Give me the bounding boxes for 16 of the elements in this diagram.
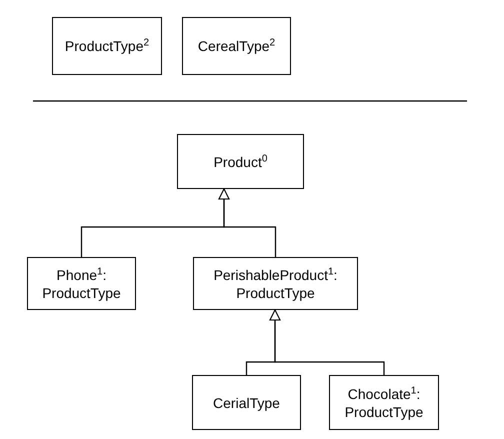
class-name: Phone$^{1}$: ProductType — [41, 266, 122, 302]
inheritance-arrow — [218, 188, 276, 257]
class-box — [52, 17, 162, 75]
class-box — [192, 375, 301, 430]
class-name: CerialType — [213, 394, 280, 412]
class-name: Product$^{0}$ — [214, 152, 268, 170]
class-name: PerishableProduct$^{1}$: ProductType — [212, 266, 338, 302]
class-name: ProductType$^{2}$ — [64, 37, 150, 55]
class-box — [177, 134, 304, 189]
class-name: CerealType$^{2}$ — [198, 37, 276, 55]
class-box — [329, 375, 439, 430]
class-name: Chocolate$^{1}$: ProductType — [344, 384, 424, 420]
class-box — [182, 17, 291, 75]
class-box — [193, 257, 358, 310]
class-box — [27, 257, 136, 310]
inheritance-arrow — [270, 310, 385, 375]
